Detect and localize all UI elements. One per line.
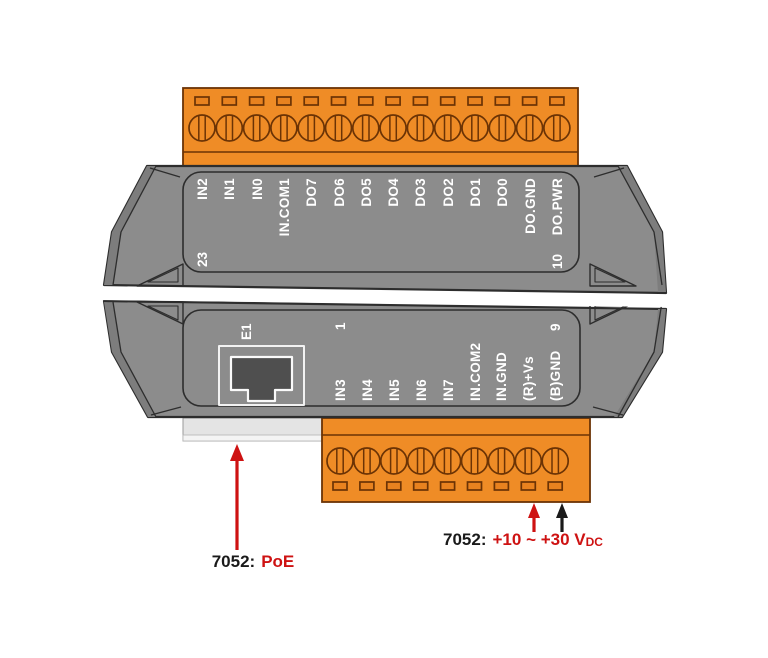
poe-annotation-model: 7052: [211, 552, 256, 571]
power-annotation: 7052: +10 ~ +30 VDC [443, 530, 603, 550]
terminal-label: IN0 [250, 178, 265, 200]
terminal-label: IN.GND [494, 352, 509, 401]
terminal-label: IN.COM1 [277, 178, 292, 237]
top-terminal-block [182, 87, 579, 168]
bottom-terminal-wire-holes [332, 481, 564, 491]
poe-annotation: 7052: PoE [212, 552, 295, 572]
power-annotation-value: +10 ~ +30 V [492, 530, 586, 549]
terminal-label: DO0 [495, 178, 510, 207]
ethernet-port-label: E1 [239, 323, 254, 340]
terminal-label: IN7 [441, 379, 456, 401]
terminal-label: (R)+Vs [521, 356, 536, 401]
din-clip-wing [136, 301, 184, 325]
bottom-terminal-screws [326, 447, 570, 475]
terminal-label: IN6 [414, 379, 429, 401]
terminal-label: IN2 [195, 178, 210, 200]
module-body-top [102, 164, 668, 295]
power-arrow-red [528, 503, 540, 532]
pin-number-1: 1 [333, 322, 348, 330]
terminal-label: DO1 [468, 178, 483, 207]
terminal-label: DO7 [304, 178, 319, 207]
power-annotation-subscript: DC [585, 535, 603, 549]
terminal-label: DO6 [332, 178, 347, 207]
bottom-label-panel [182, 309, 581, 407]
ethernet-port [218, 345, 305, 406]
terminal-label: DO4 [386, 178, 401, 207]
bottom-terminal-labels: IN3 IN4 IN5 IN6 IN7 IN.COM2 IN.GND (R)+V… [239, 322, 563, 401]
poe-arrow [230, 444, 244, 550]
din-clip-wing [589, 263, 637, 287]
bottom-terminal-block [321, 417, 591, 503]
module-body-bottom [102, 299, 668, 419]
top-label-panel [182, 171, 580, 273]
poe-annotation-value: PoE [261, 552, 295, 571]
power-arrow-black [556, 503, 568, 532]
pin-number-23: 23 [195, 251, 210, 267]
rj45-frame [218, 345, 305, 406]
pin-number-9: 9 [548, 323, 563, 331]
terminal-label: IN5 [387, 379, 402, 401]
pin-number-10: 10 [550, 254, 565, 269]
terminal-label: DO.PWR [550, 178, 565, 235]
terminal-label: IN.COM2 [468, 343, 483, 401]
terminal-label: DO.GND [523, 178, 538, 234]
power-annotation-model: 7052: [443, 530, 487, 549]
terminal-label: DO3 [413, 178, 428, 207]
terminal-label: IN4 [360, 379, 375, 401]
terminal-label: IN3 [333, 379, 348, 401]
terminal-label: DO5 [359, 178, 374, 207]
terminal-label: DO2 [441, 178, 456, 207]
din-rail-strip [182, 417, 323, 442]
din-clip-wing [136, 263, 184, 287]
top-terminal-labels: IN2 IN1 IN0 IN.COM1 DO7 DO6 DO5 DO4 DO3 … [195, 178, 565, 269]
break-band [60, 287, 710, 308]
rj45-icon [229, 355, 294, 403]
terminal-label: (B)GND [548, 350, 563, 401]
terminal-label: IN1 [222, 178, 237, 200]
